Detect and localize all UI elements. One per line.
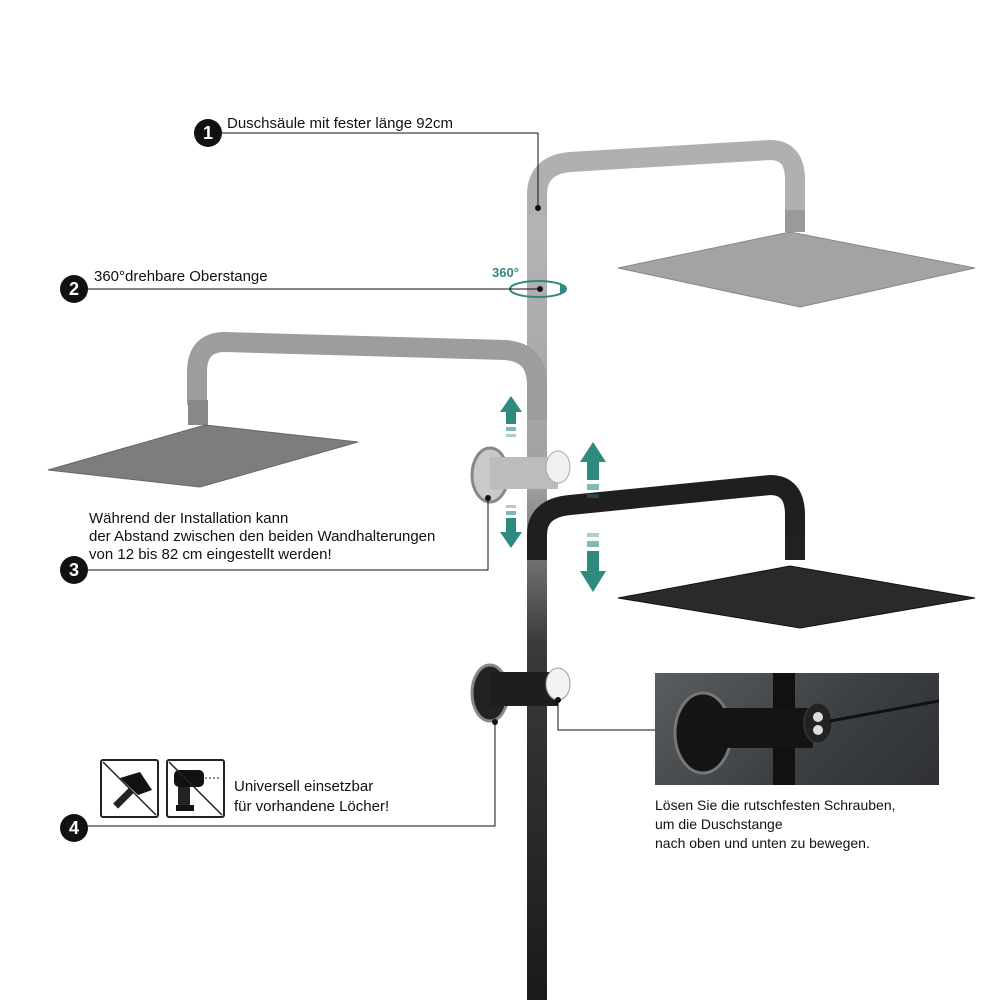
callout-text-4-line-2: für vorhandene Löcher! [234, 798, 390, 815]
main-shower-pipe [527, 210, 547, 1000]
top-arm-gray [527, 139, 805, 215]
shower-head-black [617, 565, 976, 629]
rotation-arrowhead [560, 283, 566, 295]
callout-text-3-line-2: der Abstand zwischen den beiden Wandhalt… [89, 528, 436, 545]
wall-bracket-lower-clamp [545, 667, 571, 701]
shower-head-top [617, 231, 976, 308]
shower-head-middle [47, 424, 359, 488]
rotation-label: 360° [492, 265, 519, 280]
callout-lines [88, 132, 655, 827]
wall-bracket-upper-clamp [545, 450, 571, 484]
callout-number-1: 1 [194, 119, 222, 147]
inset-caption-line-1: Lösen Sie die rutschfesten Schrauben, [655, 797, 896, 813]
lower-arm-connector [785, 535, 805, 560]
inset-caption-line-3: nach oben und unten zu bewegen. [655, 835, 870, 851]
adjust-arrow-small-icon [500, 396, 522, 548]
callout-text-3-line-3: von 12 bis 82 cm eingestellt werden! [89, 546, 332, 563]
adjust-arrow-large-icon [580, 442, 606, 592]
no-drill-icon [166, 759, 225, 818]
callout-number-4: 4 [60, 814, 88, 842]
screw-detail-illustration [673, 673, 939, 785]
callout-number-3: 3 [60, 556, 88, 584]
lower-arm-black [527, 474, 805, 560]
callout-text-1: Duschsäule mit fester länge 92cm [227, 115, 453, 132]
inset-caption-line-2: um die Duschstange [655, 816, 783, 832]
middle-arm-gray [187, 331, 547, 420]
callout-number-2: 2 [60, 275, 88, 303]
top-arm-connector [785, 210, 805, 232]
callout-text-2: 360°drehbare Oberstange [94, 268, 268, 285]
callout-text-3-line-1: Während der Installation kann [89, 510, 289, 527]
no-hammer-icon [100, 759, 159, 818]
middle-arm-connector [188, 400, 208, 425]
screw-detail-photo [655, 673, 939, 785]
callout-text-4-line-1: Universell einsetzbar [234, 778, 374, 795]
